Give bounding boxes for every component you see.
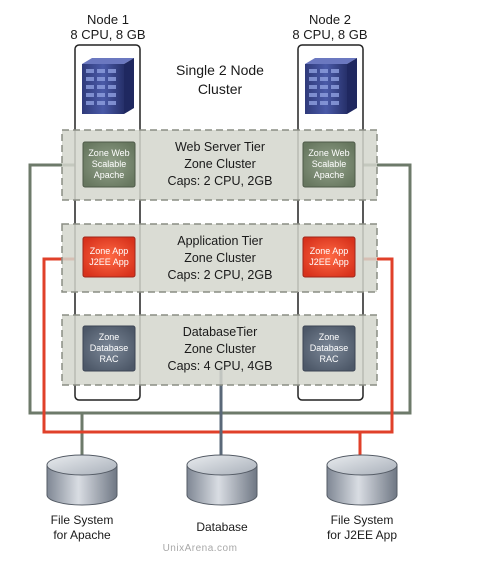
zone-app-line-2: J2EE App	[89, 257, 129, 267]
zone-db-line-3: RAC	[99, 354, 119, 364]
storage-j2ee-line-1: File System	[330, 513, 394, 527]
zone-web-node2-label: Zone Web Scalable Apache	[303, 148, 355, 181]
zone-web-node1	[82, 141, 136, 188]
storage-j2ee-line-2: for J2EE App	[326, 528, 398, 542]
zone-web-line-1: Zone Web	[308, 148, 350, 158]
server-icon	[82, 58, 134, 114]
watermark: UnixArena.com	[162, 543, 238, 554]
web-tier-line-3: Caps: 2 CPU, 2GB	[167, 174, 273, 188]
zone-app-line-1: Zone App	[309, 246, 349, 256]
zone-app-line-1: Zone App	[89, 246, 129, 256]
cluster-title-line-1: Single 2 Node	[176, 62, 264, 78]
node-1-header: Node 1 8 CPU, 8 GB	[60, 12, 156, 42]
zone-app-node2-label: Zone App J2EE App	[303, 246, 355, 268]
zone-db-node1-label: Zone Database RAC	[83, 332, 135, 365]
storage-database-line-1: Database	[196, 520, 248, 534]
db-tier-line-2: Zone Cluster	[184, 342, 256, 356]
zone-db-line-2: Database	[309, 343, 349, 353]
node-2-spec: 8 CPU, 8 GB	[292, 27, 368, 42]
cluster-title-line-2: Cluster	[197, 81, 243, 97]
db-tier-label: DatabaseTier Zone Cluster Caps: 4 CPU, 4…	[140, 324, 300, 375]
database-disk-icon	[46, 454, 118, 506]
node-2-header: Node 2 8 CPU, 8 GB	[282, 12, 378, 42]
zone-db-line-2: Database	[89, 343, 129, 353]
zone-db-node2	[302, 325, 356, 372]
zone-app-node1	[82, 236, 136, 278]
zone-app-line-2: J2EE App	[309, 257, 349, 267]
app-tier-line-3: Caps: 2 CPU, 2GB	[167, 268, 273, 282]
node-2-name: Node 2	[309, 12, 351, 27]
zone-web-line-3: Apache	[313, 170, 345, 180]
db-tier-line-1: DatabaseTier	[182, 325, 258, 339]
zone-app-node2	[302, 236, 356, 278]
db-tier-line-3: Caps: 4 CPU, 4GB	[167, 359, 273, 373]
server-icon	[305, 58, 357, 114]
app-link	[42, 257, 394, 434]
zone-app-node1-label: Zone App J2EE App	[83, 246, 135, 268]
cluster-title: Single 2 Node Cluster	[150, 61, 290, 99]
web-tier-line-2: Zone Cluster	[184, 157, 256, 171]
zone-web-line-1: Zone Web	[88, 148, 130, 158]
storage-database-label: Database	[167, 520, 277, 535]
web-tier-line-1: Web Server Tier	[174, 140, 266, 154]
app-tier-line-1: Application Tier	[177, 234, 263, 248]
node-1-name: Node 1	[87, 12, 129, 27]
zone-web-node1-label: Zone Web Scalable Apache	[83, 148, 135, 181]
app-tier-label: Application Tier Zone Cluster Caps: 2 CP…	[140, 233, 300, 284]
storage-apache-line-2: for Apache	[53, 528, 111, 542]
database-disk-icon	[326, 454, 398, 506]
storage-apache-line-1: File System	[50, 513, 114, 527]
zone-db-node2-label: Zone Database RAC	[303, 332, 355, 365]
app-tier-line-2: Zone Cluster	[184, 251, 256, 265]
zone-db-line-1: Zone	[318, 332, 340, 342]
zone-db-line-3: RAC	[319, 354, 339, 364]
zone-db-line-1: Zone	[98, 332, 120, 342]
zone-db-node1	[82, 325, 136, 372]
database-disk-icon	[186, 454, 258, 506]
storage-j2ee-label: File System for J2EE App	[307, 513, 417, 543]
zone-web-line-2: Scalable	[311, 159, 347, 169]
zone-web-node2	[302, 141, 356, 188]
storage-apache-label: File System for Apache	[27, 513, 137, 543]
node-1-spec: 8 CPU, 8 GB	[70, 27, 146, 42]
zone-web-line-3: Apache	[93, 170, 125, 180]
web-tier-label: Web Server Tier Zone Cluster Caps: 2 CPU…	[140, 139, 300, 190]
zone-web-line-2: Scalable	[91, 159, 127, 169]
